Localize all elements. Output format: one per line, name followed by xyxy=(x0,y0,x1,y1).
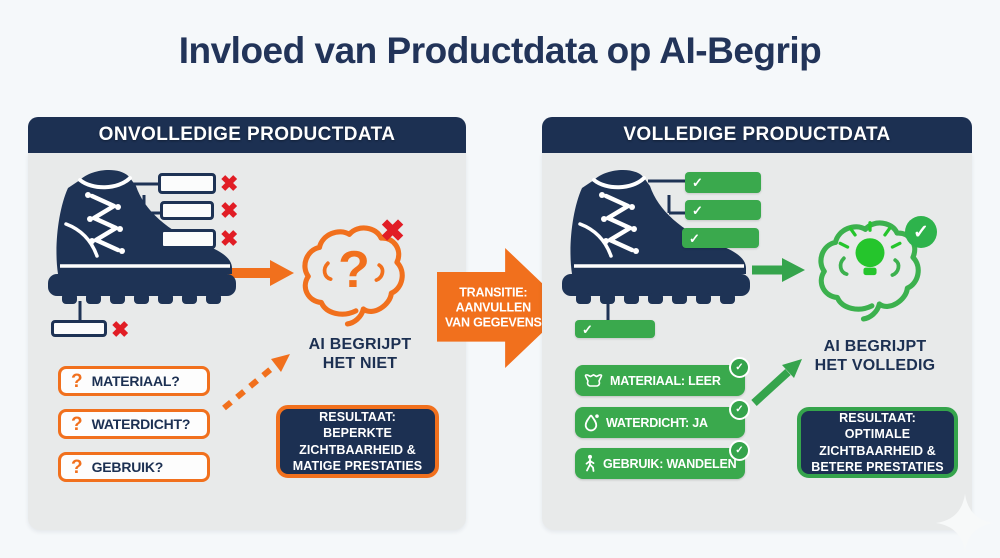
check-icon: ✓ xyxy=(692,202,703,218)
panel-incomplete-data: ONVOLLEDIGE PRODUCTDATA ✖ ✖ xyxy=(28,117,466,530)
check-icon: ✓ xyxy=(582,321,593,337)
filled-data-callout: ✓ xyxy=(575,320,655,338)
question-icon: ? xyxy=(71,370,83,392)
empty-data-callout xyxy=(160,201,214,220)
check-circle-icon: ✓ xyxy=(905,216,937,248)
check-badge-icon: ✓ xyxy=(729,440,750,461)
cross-icon: ✖ xyxy=(380,215,406,248)
attribute-box-waterdicht: WATERDICHT: JA ✓ xyxy=(575,399,750,438)
ai-caption: AI BEGRIJPT HET VOLLEDIG xyxy=(800,338,950,376)
question-label: MATERIAAL? xyxy=(91,373,180,389)
ai-caption: AI BEGRIJPT HET NIET xyxy=(285,336,435,374)
question-icon: ? xyxy=(71,413,83,435)
check-icon: ✓ xyxy=(913,221,929,243)
empty-data-callout xyxy=(160,229,216,249)
attribute-label: WATERDICHT: JA xyxy=(606,415,708,430)
attribute-label: GEBRUIK: WANDELEN xyxy=(603,456,737,471)
panel-complete-header: VOLLEDIGE PRODUCTDATA xyxy=(542,117,972,153)
panel-complete-title: VOLLEDIGE PRODUCTDATA xyxy=(623,124,891,145)
cross-icon: ✖ xyxy=(220,226,239,251)
check-icon: ✓ xyxy=(692,175,703,190)
question-icon: ? xyxy=(71,456,83,478)
question-box-waterdicht: ? WATERDICHT? xyxy=(58,409,210,439)
lightbulb-icon xyxy=(838,221,902,276)
result-line: OPTIMALE xyxy=(844,427,911,441)
question-mark-icon: ? xyxy=(338,240,370,299)
result-line: BETERE PRESTATIES xyxy=(811,460,944,474)
ai-caption-line: AI BEGRIJPT xyxy=(308,336,412,353)
panel-complete-data: VOLLEDIGE PRODUCTDATA ✓ ✓ xyxy=(542,117,972,530)
walking-icon xyxy=(585,454,595,472)
question-label: WATERDICHT? xyxy=(91,416,191,432)
panel-incomplete-title: ONVOLLEDIGE PRODUCTDATA xyxy=(98,124,396,145)
attribute-box-gebruik: GEBRUIK: WANDELEN ✓ xyxy=(575,440,750,479)
result-box-positive: RESULTAAT: OPTIMALE ZICHTBAARHEID & BETE… xyxy=(797,407,958,478)
cross-icon: ✖ xyxy=(220,198,239,223)
attribute-box-materiaal: MATERIAAL: LEER ✓ xyxy=(575,357,750,396)
cross-icon: ✖ xyxy=(220,171,239,196)
check-icon: ✓ xyxy=(689,230,700,246)
transition-label: TRANSITIE: AANVULLEN VAN GEGEVENS xyxy=(441,286,546,331)
page-title: Invloed van Productdata op AI-Begrip xyxy=(178,30,822,71)
transition-line: AANVULLEN xyxy=(455,300,531,315)
empty-data-callout xyxy=(158,173,216,194)
empty-data-callout xyxy=(51,320,107,337)
enlightened-brain-icon xyxy=(814,213,926,325)
panel-incomplete-header: ONVOLLEDIGE PRODUCTDATA xyxy=(28,117,466,153)
result-line: RESULTAAT: xyxy=(839,410,916,425)
leather-icon xyxy=(584,374,603,387)
question-box-materiaal: ? MATERIAAL? xyxy=(58,366,210,396)
result-line: ZICHTBAARHEID & xyxy=(819,443,936,458)
attribute-label: MATERIAAL: LEER xyxy=(610,373,721,388)
question-label: GEBRUIK? xyxy=(91,459,164,475)
transition-line: VAN GEGEVENS xyxy=(444,315,542,330)
ai-caption-line: AI BEGRIJPT xyxy=(823,338,927,355)
sparkle-icon xyxy=(936,494,994,552)
cross-icon: ✖ xyxy=(111,317,130,342)
droplet-icon xyxy=(584,414,599,432)
result-line: MATIGE PRESTATIES xyxy=(292,459,423,473)
result-line: RESULTAAT: xyxy=(319,409,396,424)
check-badge-icon: ✓ xyxy=(729,399,750,420)
check-badge-icon: ✓ xyxy=(729,357,750,378)
ai-caption-line: HET VOLLEDIG xyxy=(814,356,936,374)
question-box-gebruik: ? GEBRUIK? xyxy=(58,452,210,482)
filled-data-callout: ✓ xyxy=(685,172,761,193)
result-box-negative: RESULTAAT: BEPERKTE ZICHTBAARHEID & MATI… xyxy=(276,405,439,478)
filled-data-callout: ✓ xyxy=(682,228,759,248)
filled-data-callout: ✓ xyxy=(685,200,761,220)
transition-line: TRANSITIE: xyxy=(459,285,528,300)
result-line: BEPERKTE xyxy=(323,426,392,440)
result-line: ZICHTBAARHEID & xyxy=(299,442,416,457)
confused-brain-icon: ? xyxy=(298,218,410,330)
ai-caption-line: HET NIET xyxy=(322,354,398,372)
